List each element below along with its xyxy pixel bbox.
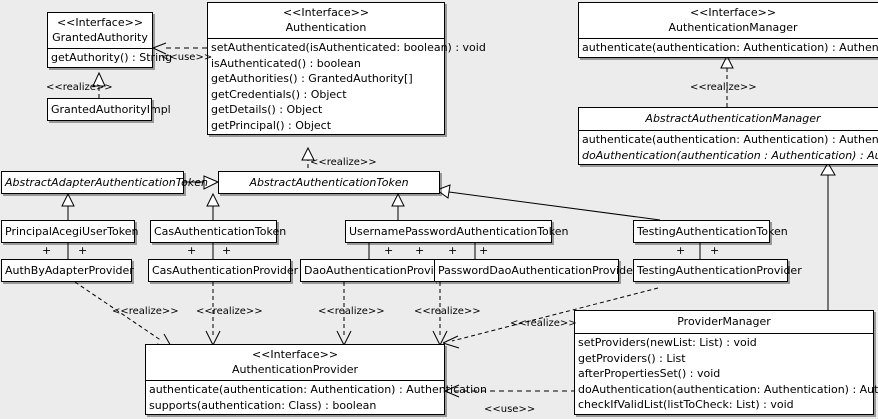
- stereotype-label: <<Interface>>: [251, 348, 339, 361]
- class-name: UsernamePasswordAuthenticationToken: [349, 225, 569, 238]
- association-marker: +: [479, 244, 489, 257]
- association-marker: +: [187, 244, 197, 257]
- association-marker: +: [222, 244, 232, 257]
- association-marker: +: [448, 244, 458, 257]
- edge-label-realize-cas-provider: <<realize>>: [196, 306, 263, 317]
- class-name: AuthByAdapterProvider: [5, 264, 134, 277]
- class-provider-manager[interactable]: ProviderManager setProviders(newList: Li…: [574, 310, 878, 415]
- edge-label-realize-authentication: <<realize>>: [310, 157, 377, 168]
- class-abstract-adapter-authentication-token[interactable]: AbstractAdapterAuthenticationToken: [1, 171, 208, 194]
- edge-label-use-granted-authority: <<use>>: [161, 52, 213, 63]
- class-header: <<Interface>> AuthenticationProvider: [146, 345, 444, 380]
- methods-compartment: authenticate(authentication: Authenticat…: [579, 130, 878, 164]
- method-item: checkIfValidList(listToCheck: List) : vo…: [578, 398, 794, 411]
- stereotype-label: <<Interface>>: [282, 6, 370, 19]
- edge-label-use-provider-manager: <<use>>: [484, 404, 536, 415]
- class-name: ProviderManager: [677, 315, 771, 328]
- edge-label-realize-authentication-manager: <<realize>>: [690, 82, 757, 93]
- class-header: <<Interface>> AuthenticationManager: [579, 3, 878, 38]
- class-authentication-provider[interactable]: <<Interface>> AuthenticationProvider aut…: [145, 344, 487, 415]
- class-name: GrantedAuthorityImpl: [51, 103, 171, 116]
- class-name: CasAuthenticationProvider: [152, 264, 299, 277]
- edge-label-realize-auth-by-adapter: <<realize>>: [112, 306, 179, 317]
- class-name: Authentication: [285, 21, 367, 34]
- class-name: AuthenticationProvider: [231, 363, 359, 376]
- class-username-password-authentication-token[interactable]: UsernamePasswordAuthenticationToken: [345, 220, 569, 243]
- edge-label-realize-testing-provider: <<realize>>: [510, 318, 577, 329]
- methods-compartment: setProviders(newList: List) : void getPr…: [575, 333, 878, 414]
- method-item: setAuthenticated(isAuthenticated: boolea…: [211, 41, 486, 54]
- stereotype-label: <<Interface>>: [689, 6, 777, 19]
- method-item: afterPropertiesSet() : void: [578, 367, 721, 380]
- class-abstract-authentication-token[interactable]: AbstractAuthenticationToken: [218, 171, 440, 194]
- class-name: TestingAuthenticationProvider: [637, 264, 802, 277]
- method-item: isAuthenticated() : boolean: [211, 56, 361, 70]
- method-item-abstract: doAuthentication(authentication : Authen…: [582, 148, 878, 162]
- class-auth-by-adapter-provider[interactable]: AuthByAdapterProvider: [1, 259, 134, 282]
- class-name: DaoAuthenticationProvider: [304, 264, 452, 277]
- class-name: AbstractAdapterAuthenticationToken: [5, 176, 208, 189]
- methods-compartment: authenticate(authentication: Authenticat…: [146, 380, 487, 414]
- method-item: getProviders() : List: [578, 351, 686, 365]
- class-cas-authentication-token[interactable]: CasAuthenticationToken: [150, 220, 287, 243]
- class-header: <<Interface>> GrantedAuthority: [48, 13, 152, 48]
- association-marker: +: [384, 244, 394, 257]
- class-name: AbstractAuthenticationManager: [645, 112, 821, 125]
- association-marker: +: [710, 244, 720, 257]
- class-authentication-manager[interactable]: <<Interface>> AuthenticationManager auth…: [578, 2, 878, 58]
- class-authentication[interactable]: <<Interface>> Authentication setAuthenti…: [207, 2, 486, 135]
- association-marker: +: [78, 244, 88, 257]
- method-item: doAuthentication(authentication: Authent…: [578, 382, 878, 396]
- class-password-dao-authentication-provider[interactable]: PasswordDaoAuthenticationProvider: [434, 259, 638, 282]
- class-granted-authority[interactable]: <<Interface>> GrantedAuthority getAuthor…: [47, 12, 173, 68]
- method-item: authenticate(authentication: Authenticat…: [582, 133, 878, 146]
- class-name: CasAuthenticationToken: [154, 225, 287, 238]
- edge-label-realize-granted-authority: <<realize>>: [46, 82, 113, 93]
- method-item: getAuthority() : String: [51, 51, 173, 64]
- class-header: AbstractAuthenticationManager: [579, 108, 878, 130]
- class-principal-acegi-user-token[interactable]: PrincipalAcegiUserToken: [1, 220, 139, 243]
- class-header: <<Interface>> Authentication: [208, 3, 444, 38]
- class-name: TestingAuthenticationToken: [637, 225, 788, 238]
- method-item: getAuthorities() : GrantedAuthority[]: [211, 72, 413, 85]
- method-item: getPrincipal() : Object: [211, 118, 332, 132]
- method-item: getCredentials() : Object: [211, 87, 347, 101]
- class-name: GrantedAuthority: [52, 31, 148, 44]
- class-name: AbstractAuthenticationToken: [249, 176, 409, 189]
- class-dao-authentication-provider[interactable]: DaoAuthenticationProvider: [300, 259, 452, 282]
- association-marker: +: [676, 244, 686, 257]
- edge-label-realize-dao-provider: <<realize>>: [318, 306, 385, 317]
- methods-compartment: setAuthenticated(isAuthenticated: boolea…: [208, 38, 486, 134]
- class-name: AuthenticationManager: [668, 21, 798, 34]
- edge-label-realize-password-dao-provider: <<realize>>: [414, 306, 481, 317]
- method-item: setProviders(newList: List) : void: [578, 336, 757, 349]
- association-marker: +: [42, 244, 52, 257]
- methods-compartment: authenticate(authentication: Authenticat…: [579, 38, 878, 57]
- class-testing-authentication-provider[interactable]: TestingAuthenticationProvider: [633, 259, 802, 282]
- method-item: authenticate(authentication: Authenticat…: [582, 41, 878, 54]
- class-cas-authentication-provider[interactable]: CasAuthenticationProvider: [148, 259, 299, 282]
- method-item: authenticate(authentication: Authenticat…: [149, 383, 487, 396]
- class-name: PasswordDaoAuthenticationProvider: [438, 264, 638, 277]
- class-granted-authority-impl[interactable]: GrantedAuthorityImpl: [47, 98, 171, 121]
- stereotype-label: <<Interface>>: [56, 16, 144, 29]
- methods-compartment: getAuthority() : String: [48, 48, 173, 67]
- class-testing-authentication-token[interactable]: TestingAuthenticationToken: [633, 220, 788, 243]
- class-abstract-authentication-manager[interactable]: AbstractAuthenticationManager authentica…: [578, 107, 878, 165]
- class-header: ProviderManager: [575, 311, 873, 333]
- class-name: PrincipalAcegiUserToken: [5, 225, 139, 238]
- method-item: getDetails() : Object: [211, 103, 323, 116]
- method-item: supports(authentication: Class) : boolea…: [149, 398, 377, 412]
- association-marker: +: [415, 244, 425, 257]
